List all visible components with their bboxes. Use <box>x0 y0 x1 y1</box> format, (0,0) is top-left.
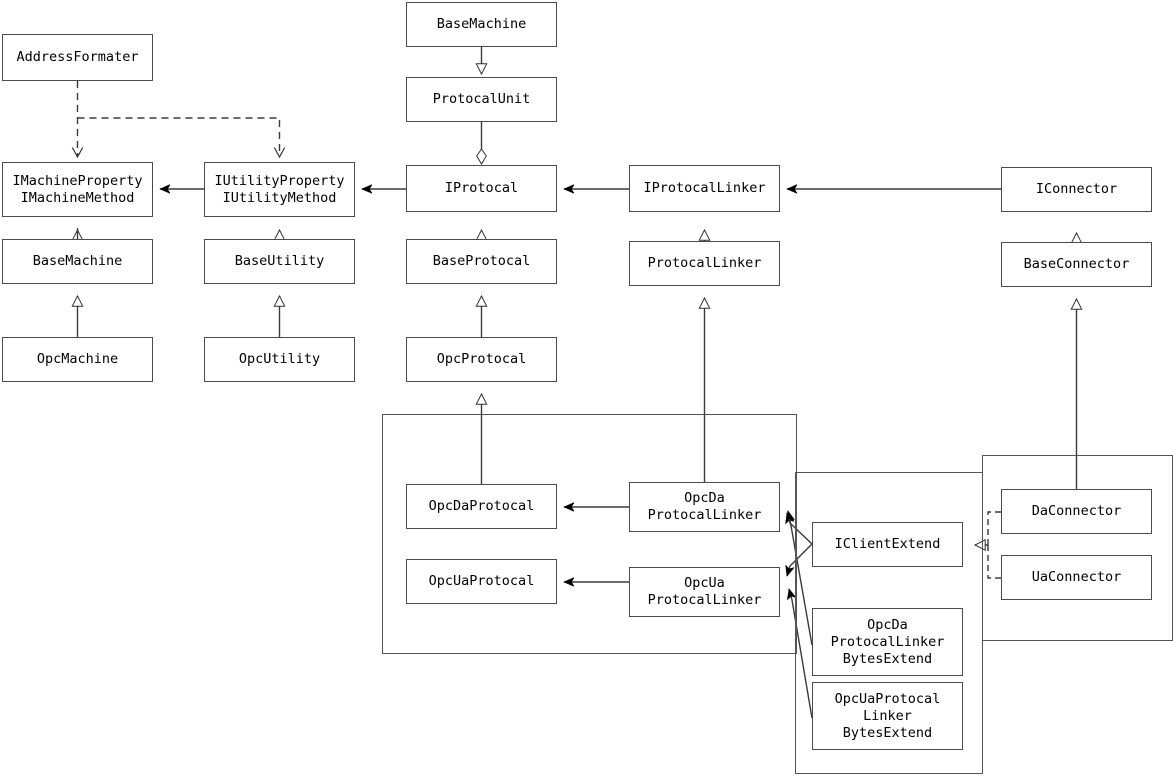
class-box-baseprotocal[interactable]: BaseProtocal <box>406 239 557 284</box>
class-box-iclientextend[interactable]: IClientExtend <box>812 522 963 567</box>
group-connector <box>982 455 1173 641</box>
class-box-protocalunit[interactable]: ProtocalUnit <box>406 77 557 122</box>
class-box-opcutility[interactable]: OpcUtility <box>204 337 355 382</box>
class-box-opcdaprotocallinker[interactable]: OpcDa ProtocalLinker <box>629 482 780 532</box>
group-protocal-linker <box>382 414 797 654</box>
class-box-addressformater[interactable]: AddressFormater <box>2 34 153 81</box>
class-box-uaconnector[interactable]: UaConnector <box>1001 555 1152 600</box>
class-box-iconnector[interactable]: IConnector <box>1001 167 1152 212</box>
class-box-baseutility[interactable]: BaseUtility <box>204 239 355 284</box>
class-box-baseconnector[interactable]: BaseConnector <box>1001 242 1152 287</box>
class-box-iprotocallinker[interactable]: IProtocalLinker <box>629 165 780 212</box>
edge-addressformater-to-iutilityproperty <box>77 117 286 159</box>
class-box-imachineproperty[interactable]: IMachineProperty IMachineMethod <box>2 162 153 217</box>
class-box-opcprotocal[interactable]: OpcProtocal <box>406 337 557 382</box>
class-box-iprotocal[interactable]: IProtocal <box>406 165 557 212</box>
class-box-opcuaprotocallinker[interactable]: OpcUa ProtocalLinker <box>629 567 780 617</box>
class-box-opcdaprotocallinkerbytesextend[interactable]: OpcDa ProtocalLinker BytesExtend <box>812 608 963 676</box>
class-box-iutilityproperty[interactable]: IUtilityProperty IUtilityMethod <box>204 162 355 217</box>
class-box-opcdaprotocal[interactable]: OpcDaProtocal <box>406 484 557 529</box>
class-box-opcmachine[interactable]: OpcMachine <box>2 337 153 382</box>
class-box-opcuaprotocal[interactable]: OpcUaProtocal <box>406 559 557 604</box>
class-box-daconnector[interactable]: DaConnector <box>1001 489 1152 534</box>
class-box-basemachine-left[interactable]: BaseMachine <box>2 239 153 284</box>
class-box-opcuaprotocallinkerbytesextend[interactable]: OpcUaProtocal Linker BytesExtend <box>812 682 963 750</box>
class-box-protocallinker[interactable]: ProtocalLinker <box>629 241 780 286</box>
class-box-basemachine-top[interactable]: BaseMachine <box>406 2 557 47</box>
